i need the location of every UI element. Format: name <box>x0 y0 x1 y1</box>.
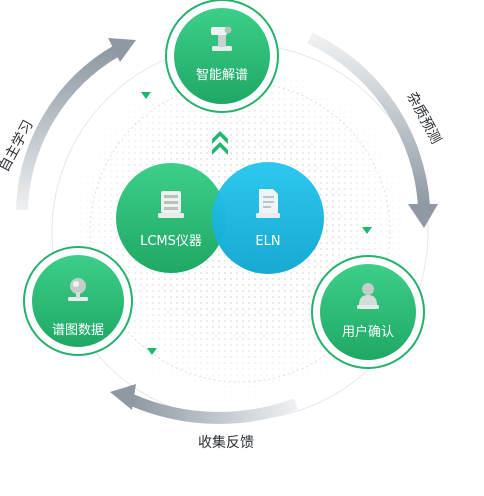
node-user-confirm[interactable]: 用户确认 <box>311 255 425 369</box>
node-spectrum-data[interactable]: 谱图数据 <box>23 246 133 356</box>
node-user-confirm-label: 用户确认 <box>342 324 394 340</box>
marker-right <box>362 227 372 234</box>
microscope-icon <box>68 278 88 301</box>
marker-bottom-left <box>147 348 157 355</box>
chevron-up-icon <box>212 131 228 155</box>
node-lcms[interactable]: LCMS仪器 <box>116 163 226 273</box>
node-smart-analysis-label: 智能解谱 <box>196 68 248 83</box>
document-icon <box>256 189 280 218</box>
node-eln[interactable]: ELN <box>212 162 324 274</box>
label-feedback-collection: 收集反馈 <box>198 434 254 451</box>
arrow-bottom <box>110 384 299 424</box>
node-lcms-label: LCMS仪器 <box>140 234 202 249</box>
person-icon <box>357 283 379 309</box>
arrow-top-right <box>307 32 438 228</box>
arrow-top-left <box>16 38 136 211</box>
node-smart-analysis[interactable]: 智能解谱 <box>165 0 279 113</box>
marker-top-left <box>141 92 151 99</box>
node-spectrum-data-label: 谱图数据 <box>52 323 104 338</box>
instrument-icon <box>158 191 184 218</box>
robot-arm-icon <box>211 26 232 51</box>
node-eln-label: ELN <box>255 234 280 249</box>
